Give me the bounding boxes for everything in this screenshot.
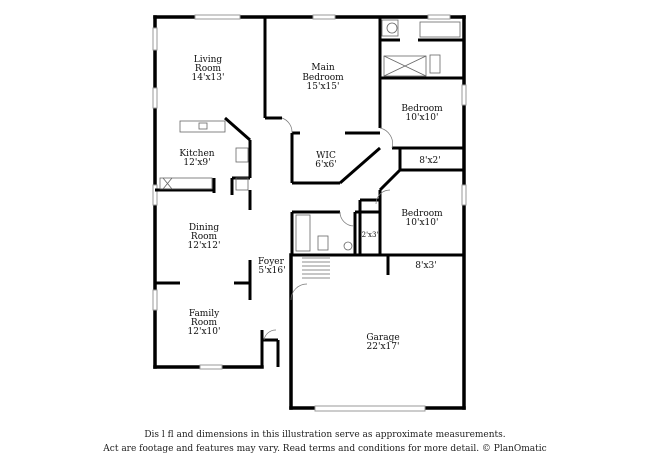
- dining-room-label-2: Room: [191, 232, 218, 242]
- wic-label: WIC: [316, 151, 336, 161]
- family-room-label: Family: [189, 309, 220, 319]
- garage-label: Garage: [366, 333, 399, 343]
- living-room-label-2: Room: [195, 64, 222, 74]
- interior-walls: [155, 17, 464, 367]
- living-room-label: Living: [194, 55, 223, 65]
- disclaimer-line-2: Act are footage and features may vary. R…: [103, 444, 547, 454]
- family-room-dim: 12'x10': [188, 327, 221, 337]
- dining-room-dim: 12'x12': [188, 241, 221, 251]
- living-room-dim: 14'x13': [192, 73, 225, 83]
- dining-room-label: Dining: [189, 223, 220, 233]
- foyer-label: Foyer: [258, 257, 285, 267]
- window-marks: [152, 14, 467, 412]
- wic-dim: 6'x6': [315, 160, 336, 170]
- closet-8x3-dim: 8'x3': [415, 261, 436, 271]
- family-room-label-2: Room: [191, 318, 218, 328]
- main-bedroom-dim: 15'x15': [307, 82, 340, 92]
- garage-dim: 22'x17': [367, 342, 400, 352]
- room-labels: Living Room 14'x13' Main Bedroom 15'x15'…: [179, 55, 443, 352]
- closet-2x3-dim: 2'x3': [362, 231, 379, 239]
- main-bedroom-label: Main: [311, 63, 334, 73]
- kitchen-label: Kitchen: [179, 149, 214, 159]
- disclaimer-line-1: Dis l fl and dimensions in this illustra…: [144, 430, 506, 440]
- door-swings: [263, 117, 393, 341]
- closet-8x2-dim: 8'x2': [419, 156, 440, 166]
- bedroom-top-dim: 10'x10': [406, 113, 439, 123]
- fixtures: [159, 19, 461, 279]
- bedroom-top-label: Bedroom: [401, 104, 443, 114]
- foyer-dim: 5'x16': [258, 266, 285, 276]
- bedroom-mid-label: Bedroom: [401, 209, 443, 219]
- kitchen-dim: 12'x9': [183, 158, 210, 168]
- bedroom-mid-dim: 10'x10': [406, 218, 439, 228]
- main-bedroom-label-2: Bedroom: [302, 73, 344, 83]
